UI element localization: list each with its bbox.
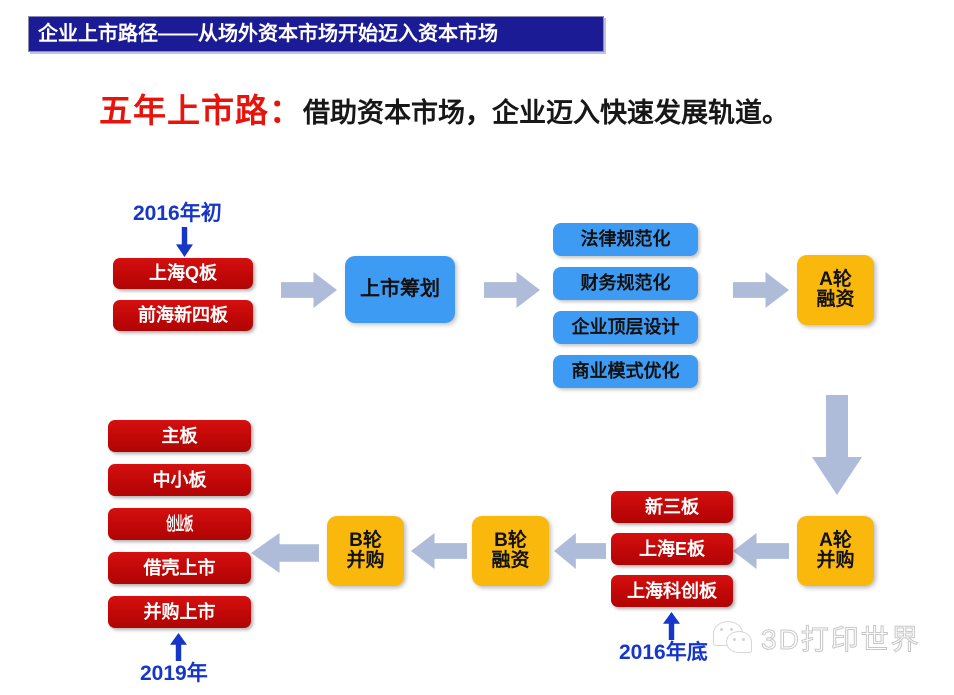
box-financial-standardization[interactable]: 财务规范化: [553, 267, 698, 300]
annotation-arrow-up-end: [170, 633, 187, 661]
arrow-left-to-round-b-merger: [411, 533, 467, 569]
wechat-icon: [713, 621, 753, 655]
watermark-text: 3D打印世界: [761, 624, 921, 656]
subtitle-rest: 借助资本市场，企业迈入快速发展轨道。: [303, 98, 789, 128]
arrow-right-to-standardization: [484, 272, 540, 308]
box-shanghai-q-board[interactable]: 上海Q板: [113, 258, 253, 289]
annotation-arrow-down-start: [176, 227, 193, 257]
box-sme-board[interactable]: 中小板: [108, 464, 251, 496]
annotation-start-year: 2016年初: [133, 202, 222, 225]
box-chinext-board[interactable]: 创业板: [108, 508, 251, 540]
box-round-a-financing[interactable]: A轮 融资: [797, 255, 874, 325]
box-neeq[interactable]: 新三板: [611, 491, 733, 523]
box-backdoor-listing[interactable]: 借壳上市: [108, 552, 251, 584]
box-merger-listing[interactable]: 并购上市: [108, 596, 251, 628]
header-bar: 企业上市路径——从场外资本市场开始迈入资本市场: [28, 16, 604, 52]
box-shanghai-kechuang-board[interactable]: 上海科创板: [611, 575, 733, 607]
arrow-down-to-round-a-merger: [812, 395, 862, 495]
box-business-model-optimization[interactable]: 商业模式优化: [553, 355, 698, 388]
arrow-right-to-planning: [281, 272, 337, 308]
arrow-left-to-listing-boards: [251, 533, 319, 573]
box-round-a-merger[interactable]: A轮 并购: [797, 516, 874, 586]
arrow-right-to-round-a-financing: [733, 272, 789, 308]
annotation-arrow-up-mid: [663, 612, 680, 640]
page-subtitle: 五年上市路：借助资本市场，企业迈入快速发展轨道。: [99, 94, 789, 127]
arrow-left-to-round-b-financing: [554, 533, 606, 569]
box-qianhai-new-fourth-board[interactable]: 前海新四板: [113, 300, 253, 331]
annotation-end-year: 2019年: [140, 662, 208, 685]
box-round-b-financing[interactable]: B轮 融资: [472, 516, 549, 586]
box-main-board[interactable]: 主板: [108, 420, 251, 452]
box-legal-standardization[interactable]: 法律规范化: [553, 223, 698, 256]
watermark: 3D打印世界: [713, 618, 921, 658]
box-round-b-merger[interactable]: B轮 并购: [327, 516, 404, 586]
box-shanghai-e-board[interactable]: 上海E板: [611, 533, 733, 565]
arrow-left-to-neeq-boards: [733, 533, 789, 569]
subtitle-highlight: 五年上市路：: [99, 92, 303, 129]
header-title: 企业上市路径——从场外资本市场开始迈入资本市场: [38, 23, 498, 45]
annotation-mid-year: 2016年底: [619, 641, 708, 664]
box-ipo-planning[interactable]: 上市筹划: [345, 256, 455, 323]
box-top-level-design[interactable]: 企业顶层设计: [553, 311, 698, 344]
box-chinext-board-label: 创业板: [166, 513, 193, 534]
